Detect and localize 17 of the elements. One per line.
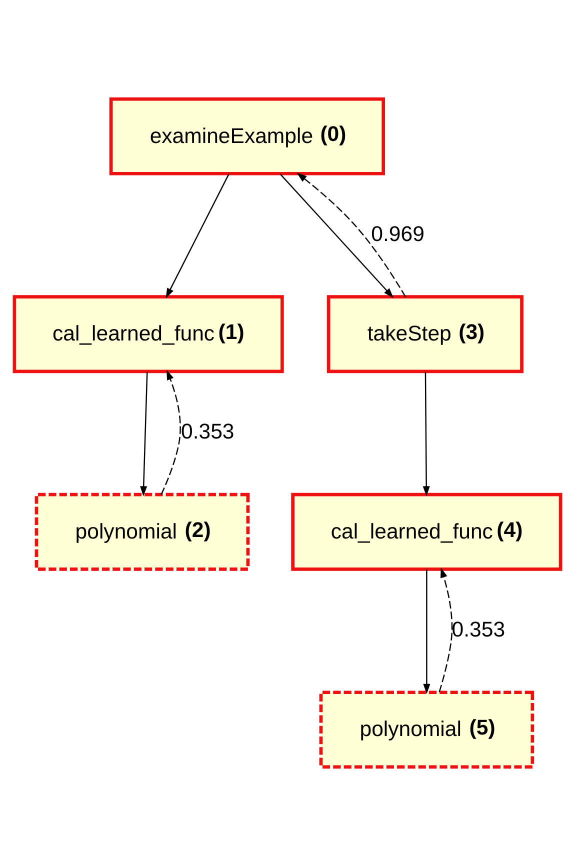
- arrow: [280, 174, 394, 298]
- arrow: [423, 570, 430, 694]
- node-box: polynomial (2): [34, 492, 250, 571]
- edge-label: 0.969: [371, 222, 424, 246]
- arrow: [140, 372, 148, 496]
- edge-label: 0.353: [181, 420, 234, 444]
- node-box: examineExample (0): [109, 97, 386, 176]
- arrow: [160, 370, 181, 495]
- node-box: polynomial (5): [319, 690, 534, 769]
- arrow: [166, 174, 230, 298]
- arrow: [422, 372, 430, 496]
- arrow: [296, 172, 406, 298]
- arrow: [438, 568, 453, 692]
- node-box: takeStep (3): [326, 295, 524, 374]
- node-box: cal_learned_func (4): [291, 492, 562, 571]
- node-box: cal_learned_func (1): [12, 295, 284, 374]
- edge-label: 0.353: [452, 617, 506, 642]
